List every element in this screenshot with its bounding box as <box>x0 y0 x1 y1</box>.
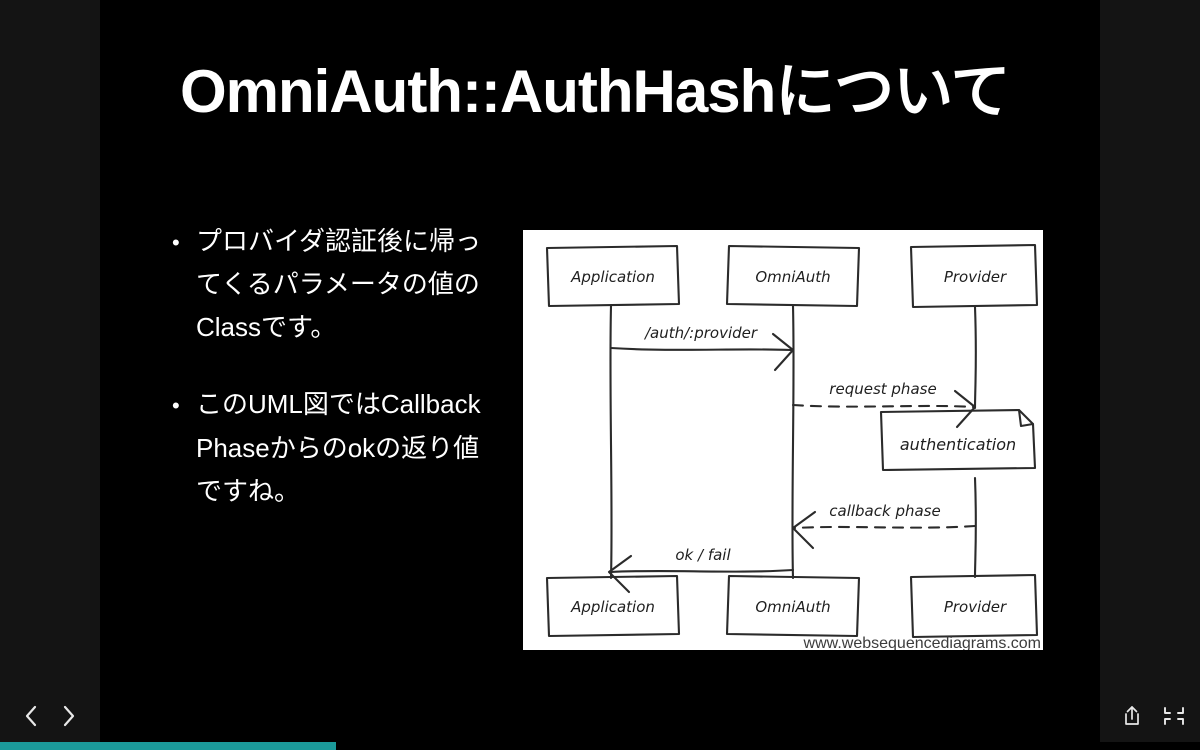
message-label-auth-provider: /auth/:provider <box>643 324 758 342</box>
share-button[interactable] <box>1120 704 1144 728</box>
participant-box-application-bottom <box>545 574 681 638</box>
lifeline-omniauth <box>791 304 795 580</box>
uml-sequence-diagram: Application OmniAuth Provider Applicatio… <box>523 230 1043 650</box>
message-arrowhead-ok-fail <box>607 554 633 594</box>
note-fold-corner <box>1017 408 1035 428</box>
bullet-marker-icon: • <box>172 230 180 255</box>
participant-label-omniauth-top: OmniAuth <box>755 268 830 286</box>
participant-box-provider-top <box>909 243 1039 309</box>
slide-navigation <box>0 694 100 738</box>
chevron-right-icon <box>63 705 75 727</box>
exit-fullscreen-icon <box>1164 707 1184 725</box>
list-item: • このUML図ではCallback Phaseからのokの返り値ですね。 <box>172 383 502 512</box>
participant-label-provider-bottom: Provider <box>944 598 1007 616</box>
bullet-list: • プロバイダ認証後に帰ってくるパラメータの値のClassです。 • このUML… <box>172 220 502 547</box>
chevron-left-icon <box>25 705 37 727</box>
exit-fullscreen-button[interactable] <box>1162 704 1186 728</box>
message-arrow-ok-fail <box>609 568 795 574</box>
message-label-callback-phase: callback phase <box>829 502 940 520</box>
participant-box-omniauth-top <box>725 244 861 308</box>
sequence-diagram-svg: Application OmniAuth Provider Applicatio… <box>545 243 1041 650</box>
page-title: OmniAuth::AuthHashについて <box>180 58 1010 125</box>
participant-box-provider-bottom <box>909 573 1039 639</box>
participant-box-application-top <box>545 244 681 308</box>
note-label-authentication: authentication <box>900 435 1016 454</box>
diagram-watermark: www.websequencediagrams.com <box>803 635 1041 650</box>
lifeline-provider-lower <box>973 476 977 579</box>
participant-box-omniauth-bottom <box>725 574 861 638</box>
message-arrow-callback-phase <box>793 524 977 530</box>
bullet-text: プロバイダ認証後に帰ってくるパラメータの値のClassです。 <box>196 226 481 343</box>
participant-label-application-bottom: Application <box>570 598 655 616</box>
participant-label-provider-top: Provider <box>944 268 1007 286</box>
lifeline-application <box>609 304 613 580</box>
note-box-authentication <box>879 408 1037 472</box>
message-arrowhead-request-phase <box>953 389 977 429</box>
previous-slide-button[interactable] <box>19 701 43 731</box>
bullet-text: このUML図ではCallback Phaseからのokの返り値ですね。 <box>196 389 481 506</box>
message-label-request-phase: request phase <box>829 380 936 398</box>
lifeline-provider-upper <box>973 305 977 410</box>
participant-label-application-top: Application <box>570 268 655 286</box>
participant-label-omniauth-bottom: OmniAuth <box>755 598 830 616</box>
slide-stage: OmniAuth::AuthHashについて • プロバイダ認証後に帰ってくるパ… <box>100 0 1100 750</box>
list-item: • プロバイダ認証後に帰ってくるパラメータの値のClassです。 <box>172 220 502 349</box>
message-label-ok-fail: ok / fail <box>675 546 731 564</box>
message-arrowhead-callback-phase <box>791 510 817 550</box>
message-arrow-auth-provider <box>609 346 793 352</box>
message-arrow-request-phase <box>791 403 975 409</box>
message-arrowhead-auth-provider <box>771 332 795 372</box>
slide-progress-bar[interactable] <box>0 742 1200 750</box>
viewer-controls <box>1100 696 1186 736</box>
bullet-marker-icon: • <box>172 393 180 419</box>
slide-progress-fill <box>0 742 336 750</box>
share-icon <box>1125 706 1139 725</box>
next-slide-button[interactable] <box>57 701 81 731</box>
